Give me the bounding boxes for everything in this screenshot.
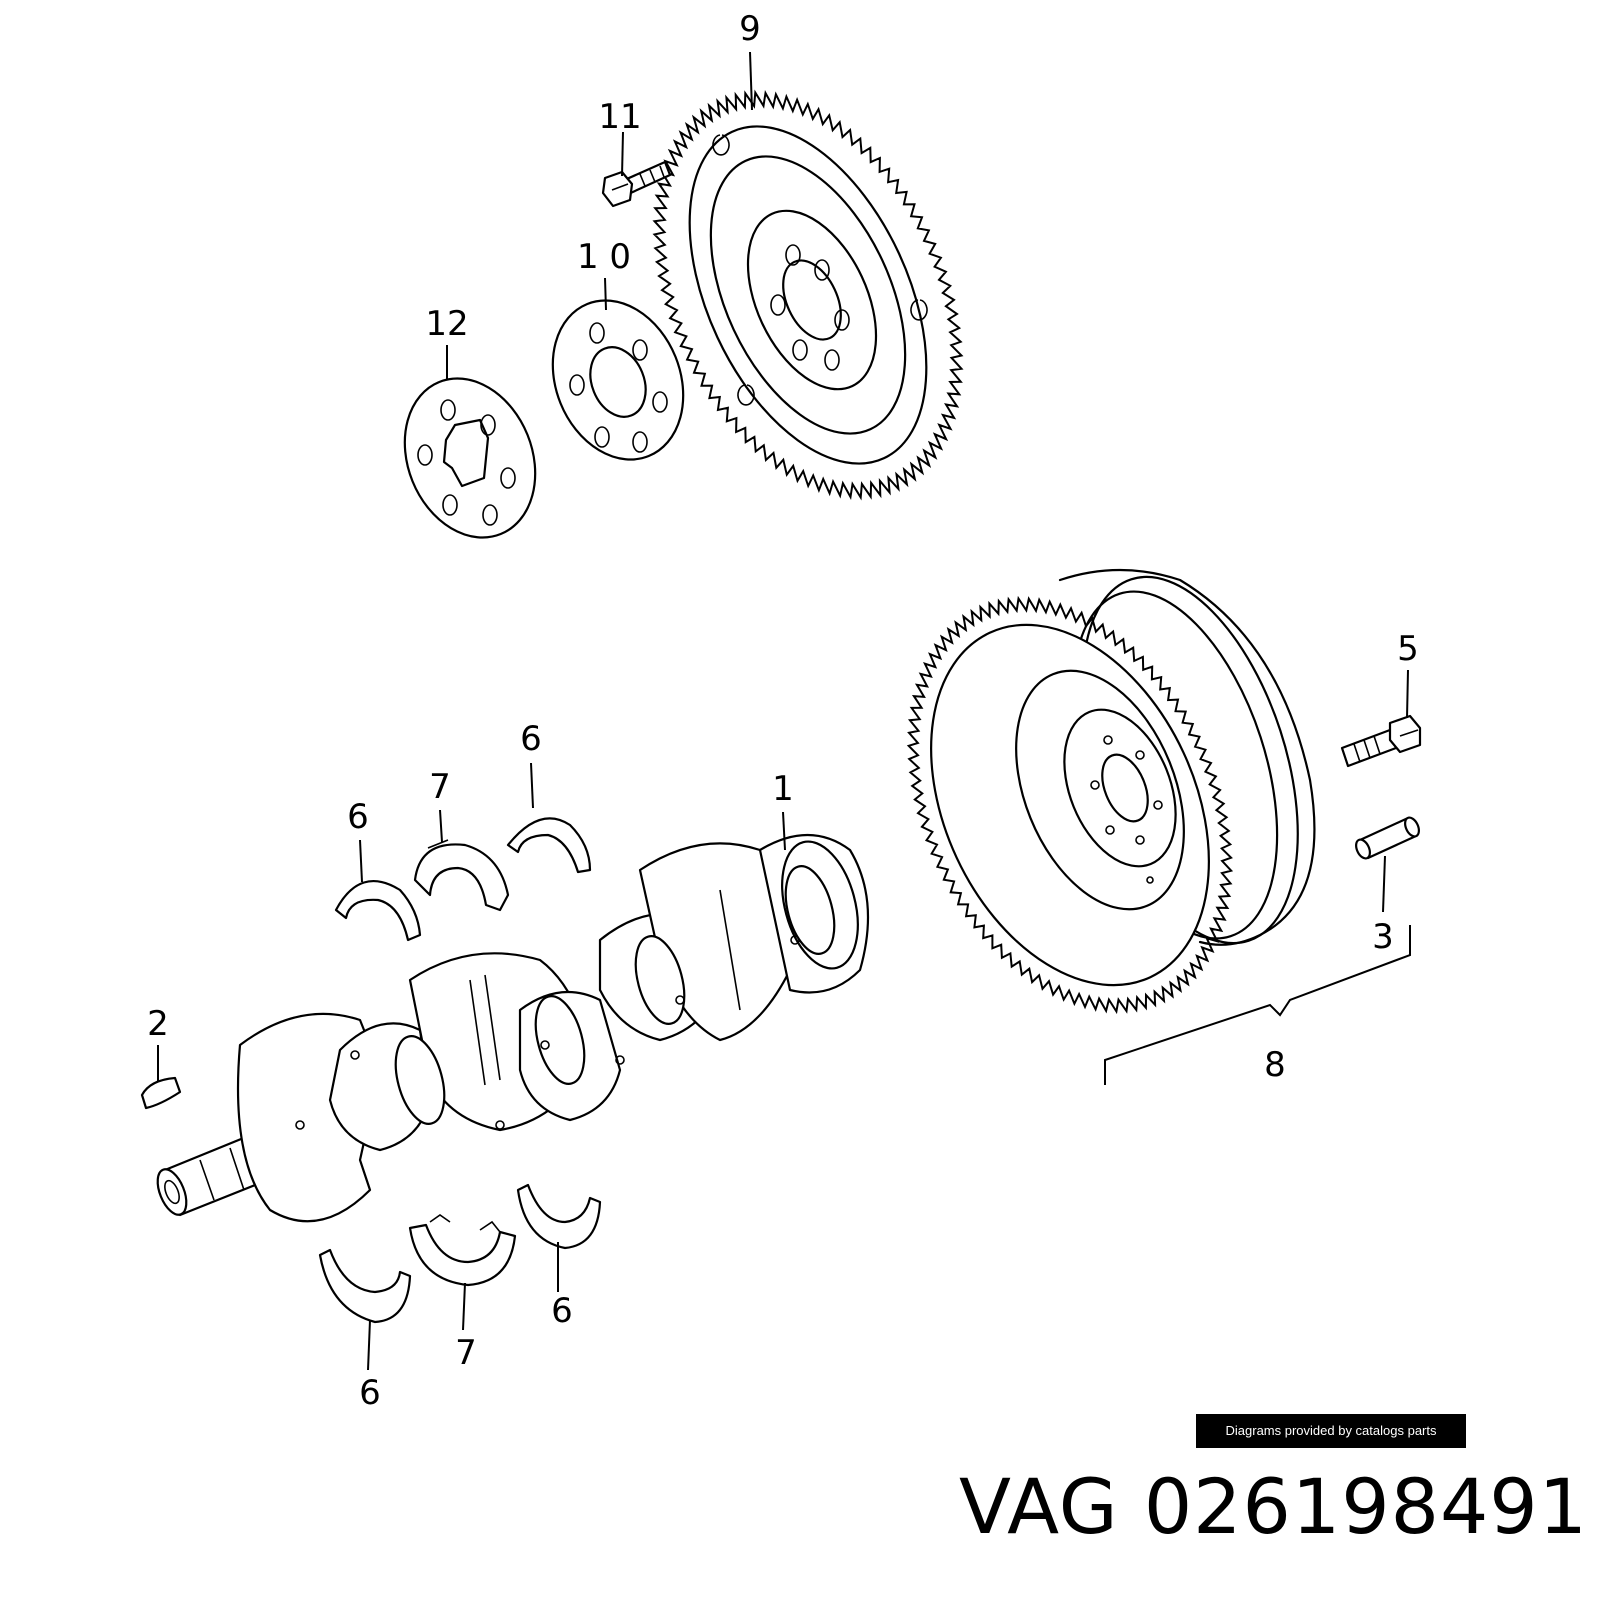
bearing-shell-7-lower <box>408 1214 517 1287</box>
callout-3: 3 <box>1372 917 1394 957</box>
bolt-5 <box>1340 714 1422 768</box>
thrust-washer-6-upper-left <box>334 880 422 942</box>
callout-6-lower-right: 6 <box>551 1291 573 1331</box>
callout-8: 8 <box>1264 1045 1286 1085</box>
bolt-11 <box>601 160 672 208</box>
crankshaft-1 <box>156 834 870 1223</box>
callout-5: 5 <box>1397 629 1419 669</box>
callout-labels: 9 11 1 0 12 5 3 8 1 6 7 6 2 6 7 6 <box>147 9 1419 1413</box>
callout-10: 1 0 <box>577 237 631 277</box>
key-2 <box>140 1076 182 1110</box>
callout-2: 2 <box>147 1004 169 1044</box>
part-number-caption: VAG 026198491 <box>958 1462 1588 1551</box>
plate-10 <box>551 299 685 461</box>
callout-1: 1 <box>772 769 794 809</box>
callout-6-upper-left: 6 <box>347 797 369 837</box>
callout-7-lower: 7 <box>455 1333 477 1373</box>
flywheel-8 <box>906 568 1411 1085</box>
thrust-washer-6-lower-right <box>516 1183 602 1250</box>
thrust-washer-6-lower-left <box>318 1248 412 1324</box>
callout-9: 9 <box>739 9 761 49</box>
flywheel-9 <box>652 89 964 501</box>
bearing-shell-7-upper <box>413 839 510 912</box>
plate-12 <box>403 377 537 539</box>
callout-6-upper-right: 6 <box>520 719 542 759</box>
thrust-washer-6-upper-right <box>506 817 592 874</box>
callout-6-lower-left: 6 <box>359 1373 381 1413</box>
pin-3 <box>1355 816 1420 860</box>
leader-lines <box>157 51 1409 1371</box>
callout-12: 12 <box>425 304 468 344</box>
callout-7-upper: 7 <box>429 767 451 807</box>
callout-11: 11 <box>598 97 641 137</box>
watermark-banner: Diagrams provided by catalogs parts <box>1196 1414 1466 1448</box>
